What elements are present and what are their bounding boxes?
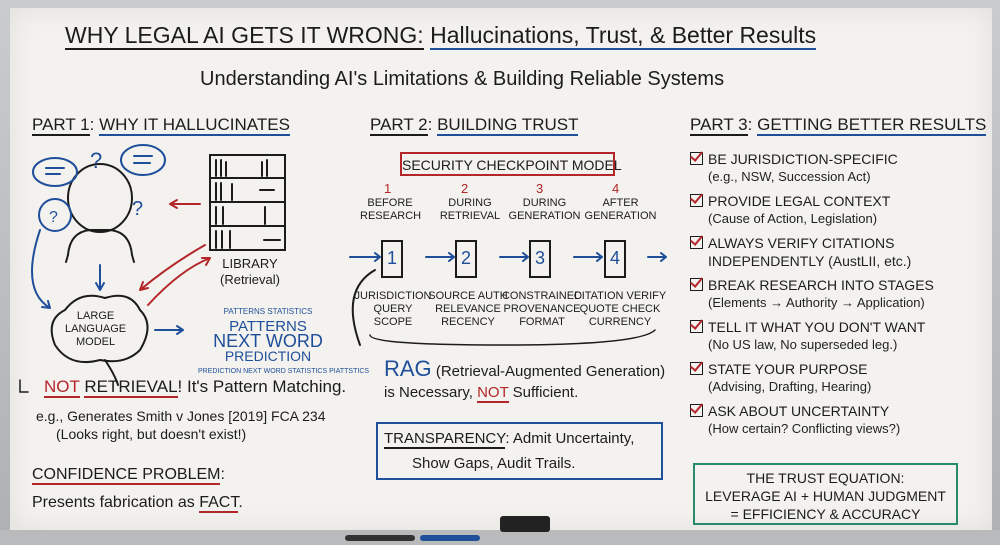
question-mark-icon: ? [49, 209, 58, 226]
tips-list: BE JURISDICTION-SPECIFIC(e.g., NSW, Succ… [690, 150, 990, 438]
checkbox-icon [690, 278, 703, 291]
whiteboard [10, 8, 992, 530]
trust-equation-box: THE TRUST EQUATION:LEVERAGE AI + HUMAN J… [693, 463, 958, 525]
board-subtitle: Understanding AI's Limitations & Buildin… [200, 68, 725, 90]
brace [369, 329, 656, 346]
checkbox-icon [690, 152, 703, 165]
example-text: e.g., Generates Smith v Jones [2019] FCA… [36, 408, 326, 442]
part2-heading: PART 2: BUILDING TRUST [370, 115, 579, 136]
marker-tray [0, 530, 1000, 545]
checkbox-icon [690, 236, 703, 249]
transparency-box: TRANSPARENCY: Admit Uncertainty, Show Ga… [376, 422, 663, 480]
eraser [500, 516, 550, 532]
feedback-arrow [351, 269, 376, 346]
word-cloud: PATTERNS STATISTICS PATTERNS NEXT WORD P… [198, 307, 370, 375]
rag-line-2: is Necessary, NOT Sufficient. [384, 384, 579, 403]
rag-line: RAG (Retrieval-Augmented Generation) [384, 356, 666, 381]
speech-bubbles-icon [32, 144, 166, 232]
library-label: LIBRARY(Retrieval) [220, 256, 280, 287]
tip-item: BREAK RESEARCH INTO STAGES(Elements → Au… [690, 276, 990, 312]
checkbox-icon [690, 404, 703, 417]
board-title: WHY LEGAL AI GETS IT WRONG: Hallucinatio… [65, 22, 817, 50]
checkbox-icon [690, 194, 703, 207]
brain-icon [50, 294, 149, 386]
checkpoint-arrows [349, 252, 667, 262]
not-retrieval-text: NOT RETRIEVAL! It's Pattern Matching. [44, 377, 347, 398]
part1-heading: PART 1: WHY IT HALLUCINATES [32, 115, 290, 136]
tip-item: BE JURISDICTION-SPECIFIC(e.g., NSW, Succ… [690, 150, 990, 186]
model-title-box: SECURITY CHECKPOINT MODEL [400, 152, 622, 176]
tip-item: STATE YOUR PURPOSE(Advising, Drafting, H… [690, 360, 990, 396]
checkbox-icon [690, 362, 703, 375]
marker-black [345, 535, 415, 541]
question-mark-icon: ? [90, 148, 102, 173]
red-arrows [139, 199, 211, 306]
part3-heading: PART 3: GETTING BETTER RESULTS [690, 115, 987, 136]
marker-blue [420, 535, 480, 541]
blue-arrows [31, 229, 184, 335]
tip-item: TELL IT WHAT YOU DON'T WANT(No US law, N… [690, 318, 990, 354]
tip-item: ASK ABOUT UNCERTAINTY(How certain? Confl… [690, 402, 990, 438]
checkbox-icon [690, 320, 703, 333]
return-arrow-icon [19, 379, 29, 393]
tip-item: PROVIDE LEGAL CONTEXT(Cause of Action, L… [690, 192, 990, 228]
bookshelf-icon [209, 154, 286, 251]
person-icon [65, 163, 135, 263]
question-mark-icon: ? [132, 198, 143, 220]
confidence-text: Presents fabrication as FACT. [32, 494, 243, 513]
confidence-heading: CONFIDENCE PROBLEM: [32, 466, 225, 485]
